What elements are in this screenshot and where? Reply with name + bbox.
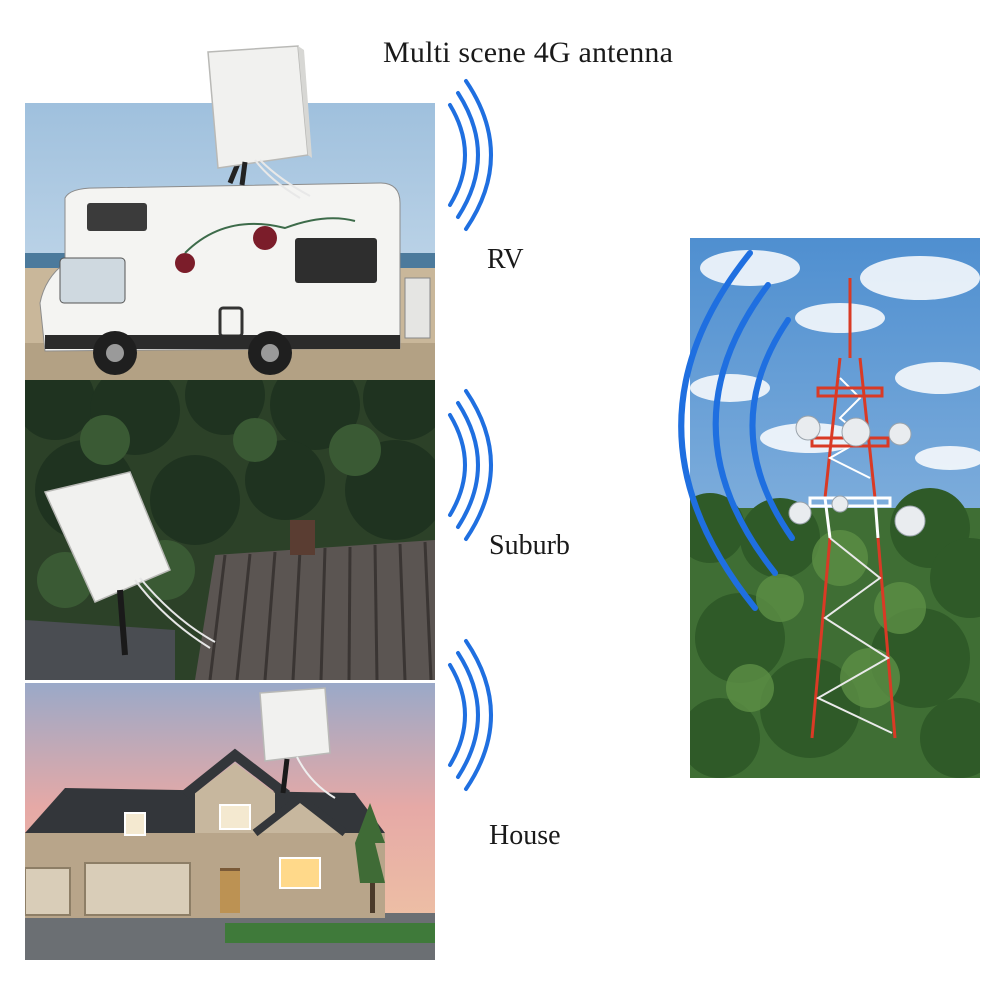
signal-wave-icon <box>448 79 493 231</box>
scene-label-rv: RV <box>487 244 524 275</box>
signal-wave-icon <box>448 639 493 791</box>
signal-wave-icon <box>448 389 493 541</box>
suburb-scene-photo <box>25 380 435 680</box>
tower-signal-wave-icon <box>678 250 795 611</box>
page-title: Multi scene 4G antenna <box>383 36 674 69</box>
panel-antenna-icon <box>207 45 309 169</box>
suburb-antenna-panel <box>43 471 216 656</box>
tower-scene-photo <box>690 238 980 778</box>
scene-label-house: House <box>489 820 561 851</box>
house-building <box>25 748 385 918</box>
rv-antenna-panel <box>200 40 315 200</box>
rv-vehicle <box>39 182 431 375</box>
house-scene-photo <box>25 683 435 960</box>
scene-label-suburb: Suburb <box>489 530 570 561</box>
house-antenna-panel <box>259 687 336 799</box>
